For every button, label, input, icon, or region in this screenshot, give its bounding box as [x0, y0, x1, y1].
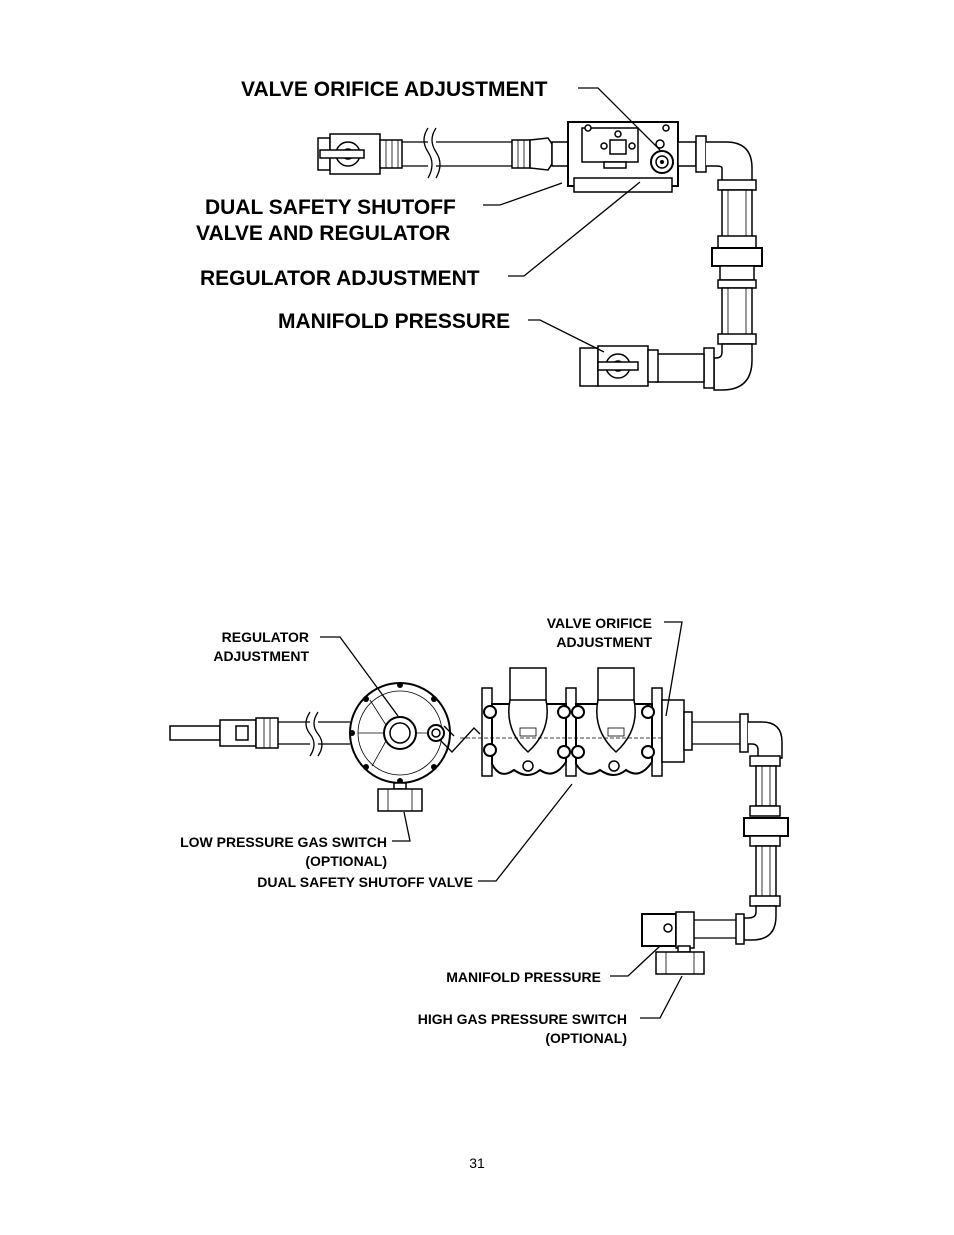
top-outlet-piping [655, 135, 763, 391]
bottom-manifold-fitting [641, 911, 705, 975]
top-inlet-pipe [402, 127, 571, 179]
bottom-inlet-piping [169, 711, 350, 757]
bottom-label-low-pressure-line1: LOW PRESSURE GAS SWITCH [180, 834, 387, 850]
bottom-regulator [349, 682, 481, 784]
top-leader-lines [483, 87, 661, 353]
top-gas-train-diagram [317, 87, 763, 391]
bottom-dual-safety-valve [460, 667, 693, 777]
bottom-outlet-piping [692, 713, 789, 945]
top-outlet-shutoff-valve [579, 345, 659, 387]
top-inlet-shutoff-valve [317, 133, 403, 175]
top-dual-safety-valve-body [567, 121, 679, 193]
bottom-label-low-pressure-line2: (OPTIONAL) [305, 853, 387, 869]
bottom-label-regulator-line2: ADJUSTMENT [213, 648, 309, 664]
bottom-label-regulator-line1: REGULATOR [222, 629, 309, 645]
bottom-leader-lines [320, 621, 683, 1019]
top-label-regulator-adjustment: REGULATOR ADJUSTMENT [200, 267, 480, 290]
bottom-label-valve-orifice-line2: ADJUSTMENT [556, 634, 652, 650]
top-label-valve-orifice-adjustment: VALVE ORIFICE ADJUSTMENT [241, 78, 548, 101]
bottom-gas-train-diagram [169, 621, 789, 1019]
bottom-label-high-pressure-line2: (OPTIONAL) [545, 1030, 627, 1046]
bottom-low-pressure-switch [377, 782, 423, 812]
bottom-label-valve-orifice-line1: VALVE ORIFICE [547, 615, 652, 631]
top-label-dual-safety-line2: VALVE AND REGULATOR [196, 222, 450, 245]
bottom-label-manifold-pressure: MANIFOLD PRESSURE [446, 969, 601, 985]
top-label-manifold-pressure: MANIFOLD PRESSURE [278, 310, 510, 333]
bottom-label-high-pressure-line1: HIGH GAS PRESSURE SWITCH [418, 1011, 627, 1027]
page-number: 31 [469, 1155, 485, 1171]
bottom-label-dual-safety-shutoff-valve: DUAL SAFETY SHUTOFF VALVE [257, 874, 473, 890]
top-label-dual-safety-line1: DUAL SAFETY SHUTOFF [205, 196, 456, 219]
